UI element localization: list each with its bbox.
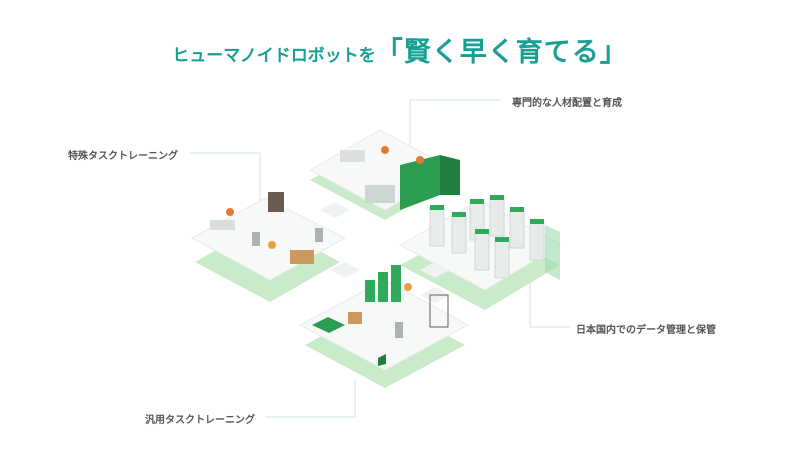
headline-prefix: ヒューマノイドロボットを (172, 46, 376, 66)
label-staffing: 専門的な人材配置と育成 (512, 98, 622, 109)
headline: ヒューマノイドロボットを「賢く早く育てる」 (0, 30, 800, 69)
office-scene (340, 146, 460, 210)
leader-lines (190, 99, 570, 418)
label-general-training: 汎用タスクトレーニング (145, 415, 255, 426)
general-training-scene (312, 265, 449, 366)
headline-emphasis: 「賢く早く育てる」 (375, 37, 628, 68)
tile-special-training (190, 197, 347, 281)
special-training-scene (210, 192, 323, 264)
label-data-management: 日本国内でのデータ管理と保管 (576, 325, 716, 336)
server-racks (429, 195, 560, 280)
tile-general-training (298, 279, 470, 371)
label-special-training: 特殊タスクトレーニング (68, 151, 178, 162)
